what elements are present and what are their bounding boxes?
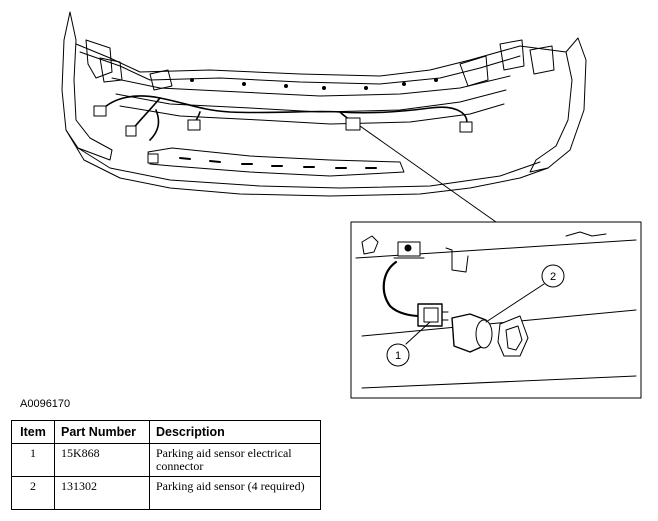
parking-aid-sensor-connector bbox=[417, 303, 449, 327]
part-description: Parking aid sensor electrical connector bbox=[149, 443, 321, 477]
bumper-cover bbox=[61, 11, 587, 197]
table-row: 2 131302 Parking aid sensor (4 required) bbox=[11, 476, 321, 510]
figure-id: A0096170 bbox=[20, 398, 71, 410]
part-number: 15K868 bbox=[54, 443, 150, 477]
harness-connectors bbox=[93, 105, 473, 164]
detail-inset bbox=[350, 221, 642, 399]
header-part-number: Part Number bbox=[54, 420, 150, 444]
callout-1: 1 bbox=[386, 343, 410, 367]
parts-table: Item Part Number Description 1 15K868 Pa… bbox=[11, 420, 321, 510]
item-number: 1 bbox=[11, 443, 55, 477]
part-number: 131302 bbox=[54, 476, 150, 510]
wiring-harness bbox=[99, 95, 468, 141]
header-description: Description bbox=[149, 420, 321, 444]
bumper-illustration: 1 2 bbox=[61, 11, 642, 399]
callout-2-label: 2 bbox=[550, 271, 556, 283]
table-header-row: Item Part Number Description bbox=[11, 420, 321, 444]
parking-aid-sensor bbox=[451, 313, 529, 357]
item-number: 2 bbox=[11, 476, 55, 510]
callout-2: 2 bbox=[541, 264, 565, 288]
callout-1-label: 1 bbox=[395, 350, 401, 362]
header-item: Item bbox=[11, 420, 55, 444]
leader-line bbox=[359, 125, 497, 223]
part-description: Parking aid sensor (4 required) bbox=[149, 476, 321, 510]
table-row: 1 15K868 Parking aid sensor electrical c… bbox=[11, 443, 321, 477]
